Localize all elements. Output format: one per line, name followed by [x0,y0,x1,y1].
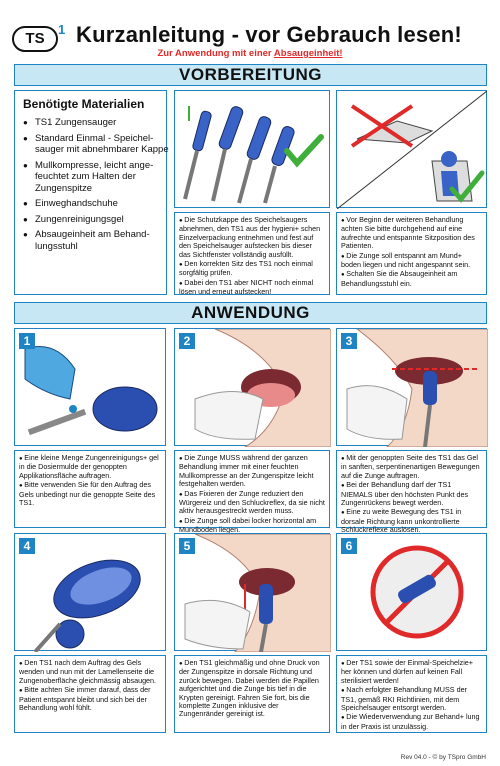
instruction-text: Nach erfolgter Behandlung MUSS der TS1, … [341,685,482,712]
step-3-text: Mit der genoppten Seite des TS1 das Gel … [336,450,487,534]
prep-text-posture: Vor Beginn der weiteren Behandlung achte… [336,212,487,295]
step-number: 1 [19,333,35,349]
logo-text: TS [25,30,45,47]
footer-revision: Rev 04.0 - © by TSpro GmbH [400,754,486,761]
instruction-text: Eine kleine Menge Zungenreinigungs+ gel … [19,453,161,480]
step-number: 5 [179,538,195,554]
saliva-ejector-assembly-image [183,106,324,204]
instruction-text: Die Zunge soll entspannt am Mund+ boden … [341,251,482,270]
instruction-text: Eine zu weite Bewegung des TS1 in dorsal… [341,508,482,534]
logo-superscript: 1 [58,22,66,37]
step-1-image: 1 [14,328,166,446]
materials-list: TS1 Zungensauger Standard Einmal - Speic… [23,117,173,256]
materials-panel: Benötigte Materialien TS1 Zungensauger S… [14,90,169,295]
material-item: Mullkompresse, leicht ange-feuchtet zum … [23,160,173,195]
instruction-text: Den TS1 gleichmäßig und ohne Druck von d… [179,658,325,719]
header: TS 1 Kurzanleitung - vor Gebrauch lesen!… [0,0,500,62]
step-number: 3 [341,333,357,349]
step-6-text: Der TS1 sowie der Einmal-Speichelzie+ he… [336,655,487,733]
instruction-text: Mit der genoppten Seite des TS1 das Gel … [341,453,482,480]
instruction-text: Bitte achten Sie immer darauf, dass der … [19,685,161,712]
subtitle-text: Zur Anwendung mit einer [157,48,274,59]
step-5-image: 5 [174,533,331,652]
section-anwendung: ANWENDUNG [14,302,487,324]
step-4-text: Den TS1 nach dem Auftrag des Gels wenden… [14,655,166,733]
material-item: Standard Einmal - Speichel-sauger mit ab… [23,133,173,156]
tongue-cleaning-image [184,534,331,652]
material-item: Absaugeinheit am Behand-lungsstuhl [23,229,173,252]
prep-illustration-assembly [174,90,330,208]
instruction-text: Den TS1 nach dem Auftrag des Gels wenden… [19,658,161,685]
instruction-text: Schalten Sie die Absaugeinheit am Behand… [341,270,482,288]
section-vorbereitung: VORBEREITUNG [14,64,487,86]
page-title: Kurzanleitung - vor Gebrauch lesen! [76,22,462,47]
page-subtitle: Zur Anwendung mit einer Absaugeinheit! [0,48,500,59]
patient-posture-image [337,91,488,209]
step-5-text: Den TS1 gleichmäßig und ohne Druck von d… [174,655,330,733]
step-6-image: 6 [336,533,487,651]
instruction-text: Den korrekten Sitz des TS1 noch einmal s… [179,259,325,278]
step-3-image: 3 [336,328,488,447]
material-item: Einweghandschuhe [23,198,173,210]
step-2-text: Die Zunge MUSS während der ganzen Behand… [174,450,330,534]
instruction-text: Dabei den TS1 aber NICHT noch einmal lös… [179,278,325,297]
instruction-text: Bitte verwenden Sie für den Auftrag des … [19,480,161,507]
instruction-text: Das Fixieren der Zunge reduziert den Wür… [179,489,325,516]
step-1-text: Eine kleine Menge Zungenreinigungs+ gel … [14,450,166,528]
step-4-image: 4 [14,533,166,652]
ts-logo: TS [12,26,58,52]
instruction-text: Die Wiederverwendung zur Behand+ lung in… [341,713,482,731]
no-sterilize-image [370,545,464,639]
gel-spread-image [346,329,488,447]
instruction-text: Vor Beginn der weiteren Behandlung achte… [341,215,482,251]
step-number: 4 [19,538,35,554]
subtitle-emphasis: Absaugeinheit! [273,48,343,59]
material-item: TS1 Zungensauger [23,117,173,129]
instruction-text: Der TS1 sowie der Einmal-Speichelzie+ he… [341,658,482,685]
prep-illustration-posture [336,90,488,209]
lamella-side-image [33,559,141,652]
instruction-text: Die Zunge MUSS während der ganzen Behand… [179,453,325,489]
step-number: 6 [341,538,357,554]
instruction-text: Die Zunge soll dabei locker horizontal a… [179,516,325,535]
material-item: Zungenreinigungsgel [23,214,173,226]
gel-application-image [24,346,158,436]
step-number: 2 [179,333,195,349]
materials-title: Benötigte Materialien [23,97,145,111]
instruction-text: Die Schutzkappe des Speichelsaugers abne… [179,215,325,259]
step-2-image: 2 [174,328,331,447]
instruction-text: Bei der Behandlung darf der TS1 NIEMALS … [341,480,482,507]
prep-text-assembly: Die Schutzkappe des Speichelsaugers abne… [174,212,330,297]
tongue-hold-image [194,329,331,447]
